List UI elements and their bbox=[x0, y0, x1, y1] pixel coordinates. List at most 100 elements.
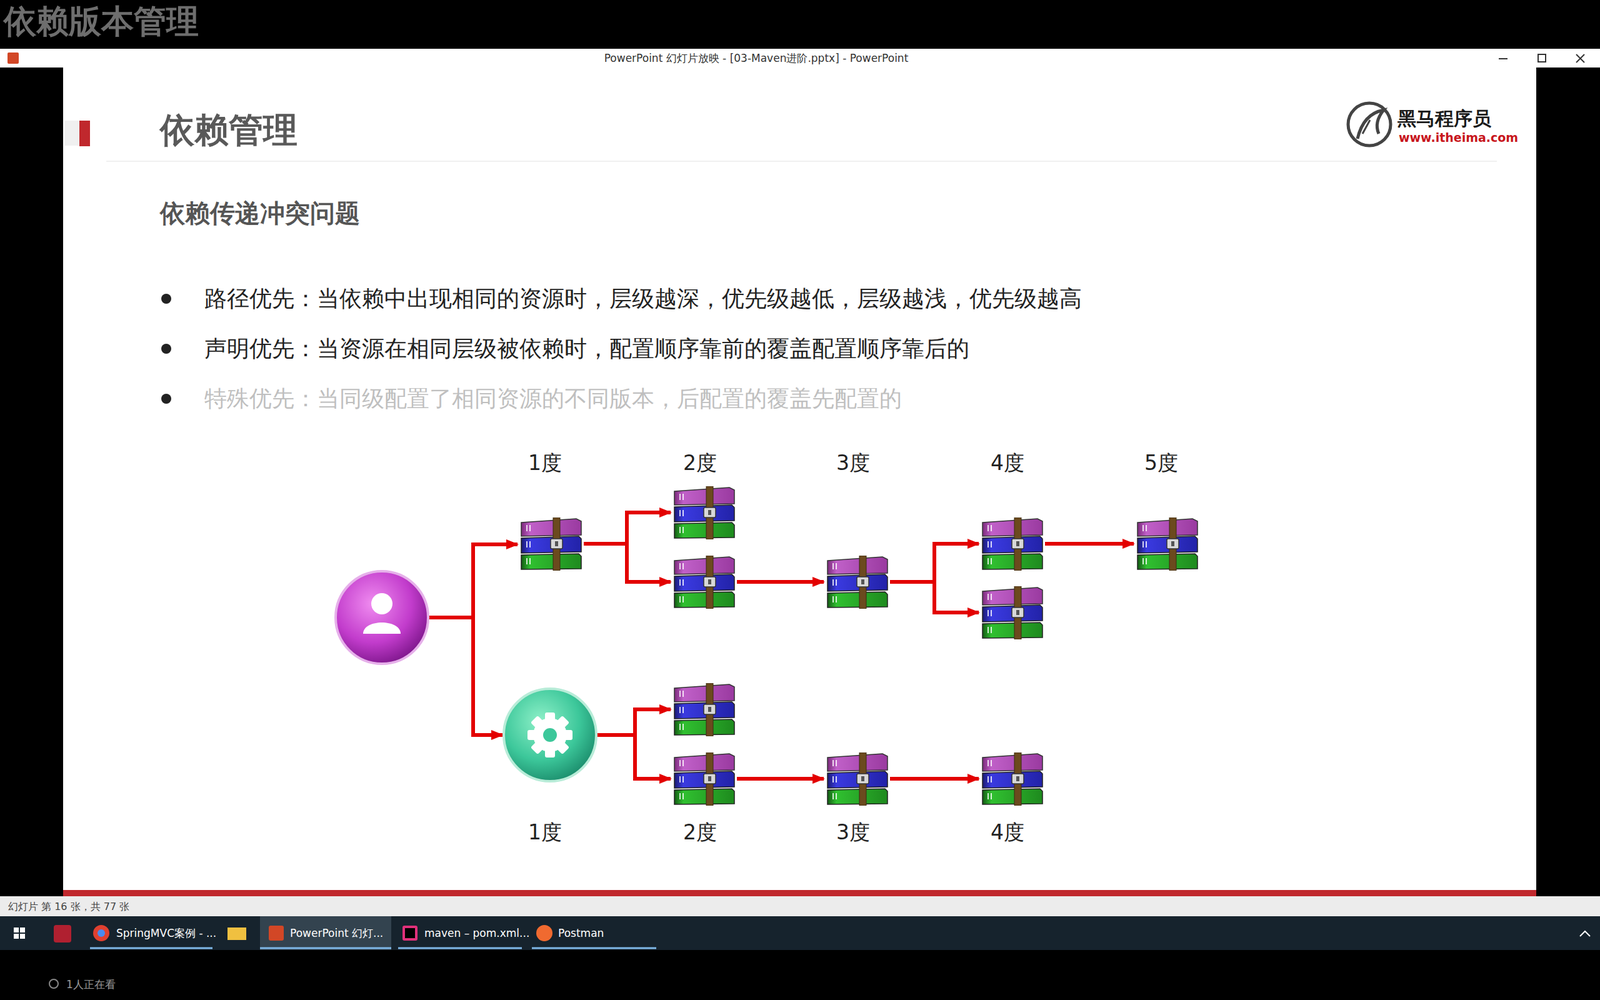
illustration-part bbox=[890, 580, 935, 584]
taskbar-item: PowerPoint 幻灯... bbox=[290, 926, 384, 940]
title-accent-grey bbox=[64, 120, 81, 146]
illustration-part bbox=[90, 947, 213, 950]
illustration-part bbox=[890, 776, 979, 781]
dependency-arrows bbox=[428, 510, 1134, 781]
taskbar-item: maven – pom.xml... bbox=[424, 926, 530, 940]
ppt-app-icon bbox=[7, 52, 19, 64]
illustration-part bbox=[20, 933, 25, 939]
illustration-part bbox=[471, 542, 475, 737]
taskbar-item: SpringMVC案例 - ... bbox=[116, 926, 217, 940]
degree-label: 3度 bbox=[836, 450, 870, 476]
illustration-part bbox=[934, 541, 979, 546]
illustration-part bbox=[503, 688, 597, 782]
illustration-part bbox=[626, 510, 671, 515]
illustration-part bbox=[268, 925, 284, 941]
illustration-part bbox=[13, 933, 19, 939]
illustration-part bbox=[982, 517, 1043, 571]
illustration-part bbox=[49, 979, 59, 989]
illustration-part bbox=[428, 615, 474, 620]
degree-label: 4度 bbox=[990, 450, 1025, 476]
rule-text: 路径优先：当依赖中出现相同的资源时，层级越深，优先级越低，层级越浅，优先级越高 bbox=[204, 285, 1082, 312]
illustration-part bbox=[932, 541, 937, 615]
illustration-part bbox=[13, 927, 19, 933]
bullet-dot bbox=[161, 393, 172, 404]
illustration-part bbox=[530, 715, 570, 755]
illustration-part bbox=[1498, 58, 1508, 60]
illustration-part bbox=[536, 925, 553, 942]
illustration-part bbox=[473, 733, 503, 737]
illustration-part bbox=[583, 541, 627, 546]
illustration-part bbox=[260, 947, 392, 950]
illustration-part bbox=[527, 712, 573, 758]
rule-text-greyed: 特殊优先：当同级配置了相同资源的不同版本，后配置的覆盖先配置的 bbox=[204, 385, 902, 412]
rule-text: 声明优先：当资源在相同层级被依赖时，配置顺序靠前的覆盖配置顺序靠后的 bbox=[204, 335, 970, 362]
illustration-part bbox=[635, 776, 671, 781]
taskbar-item: Postman bbox=[558, 926, 604, 940]
degree-label: 5度 bbox=[1144, 450, 1179, 476]
illustration-part bbox=[635, 707, 671, 712]
illustration-part bbox=[260, 916, 392, 950]
illustration-part bbox=[982, 586, 1043, 640]
jar-archive-icons bbox=[521, 486, 1198, 806]
title-rule bbox=[106, 160, 1497, 162]
slide-title: 依赖管理 bbox=[160, 109, 298, 151]
window-controls bbox=[1498, 54, 1585, 63]
illustration-part bbox=[530, 715, 570, 755]
illustration-part bbox=[97, 929, 105, 937]
illustration-part bbox=[736, 776, 824, 781]
illustration-part bbox=[625, 510, 629, 584]
illustration-part bbox=[982, 752, 1043, 806]
illustration-part bbox=[1576, 54, 1585, 63]
window-title: PowerPoint 幻灯片放映 - [03-Maven进阶.pptx] - P… bbox=[604, 51, 909, 65]
project-gear-circle bbox=[503, 688, 597, 782]
illustration-part bbox=[827, 752, 888, 806]
viewer-count: 1人正在看 bbox=[66, 978, 116, 991]
illustration-part bbox=[227, 927, 247, 940]
taskbar bbox=[0, 916, 1600, 950]
section-heading: 依赖传递冲突问题 bbox=[160, 198, 360, 229]
illustration-part bbox=[363, 622, 401, 634]
illustration-part bbox=[626, 580, 671, 584]
illustration-part bbox=[674, 683, 735, 737]
illustration-part bbox=[1137, 517, 1198, 571]
illustration-part bbox=[402, 925, 418, 941]
bullet-dot bbox=[161, 293, 172, 304]
illustration-part bbox=[674, 486, 735, 540]
bullet-dot bbox=[161, 343, 172, 354]
illustration-part bbox=[1348, 103, 1391, 146]
slide-counter: 幻灯片 第 16 张，共 77 张 bbox=[8, 900, 130, 913]
illustration-part bbox=[533, 718, 567, 752]
logo-url: www.itheima.com bbox=[1398, 130, 1519, 145]
status-bar bbox=[0, 896, 1600, 917]
degree-label: 4度 bbox=[990, 820, 1025, 845]
illustration-part bbox=[335, 571, 429, 664]
illustration-part bbox=[398, 947, 522, 950]
illustration-part bbox=[93, 925, 110, 942]
illustration-part bbox=[633, 707, 637, 781]
window-title-bar bbox=[0, 48, 1600, 68]
illustration-part bbox=[1580, 931, 1590, 937]
illustration-part bbox=[934, 610, 979, 615]
illustration-part bbox=[20, 927, 25, 933]
illustration-part bbox=[13, 927, 25, 939]
illustration-part bbox=[371, 593, 393, 615]
illustration-part bbox=[674, 555, 735, 609]
degree-label: 1度 bbox=[528, 450, 562, 476]
title-accent-red bbox=[79, 120, 90, 147]
top-bar bbox=[0, 0, 1600, 49]
illustration-part bbox=[1362, 120, 1370, 134]
illustration-part bbox=[531, 947, 657, 950]
illustration-part bbox=[53, 925, 72, 943]
degree-label: 2度 bbox=[683, 450, 717, 476]
illustration-part bbox=[405, 928, 415, 939]
taskbar-icons bbox=[13, 916, 1590, 989]
illustration-part bbox=[827, 555, 888, 609]
illustration-part bbox=[1538, 54, 1546, 62]
logo-name: 黑马程序员 bbox=[1397, 107, 1492, 130]
illustration-part bbox=[736, 580, 824, 584]
illustration-part bbox=[90, 947, 657, 950]
slide-bottom-bar bbox=[63, 890, 1537, 897]
video-watermark: 依赖版本管理 bbox=[3, 1, 199, 41]
illustration-part bbox=[1357, 110, 1384, 139]
